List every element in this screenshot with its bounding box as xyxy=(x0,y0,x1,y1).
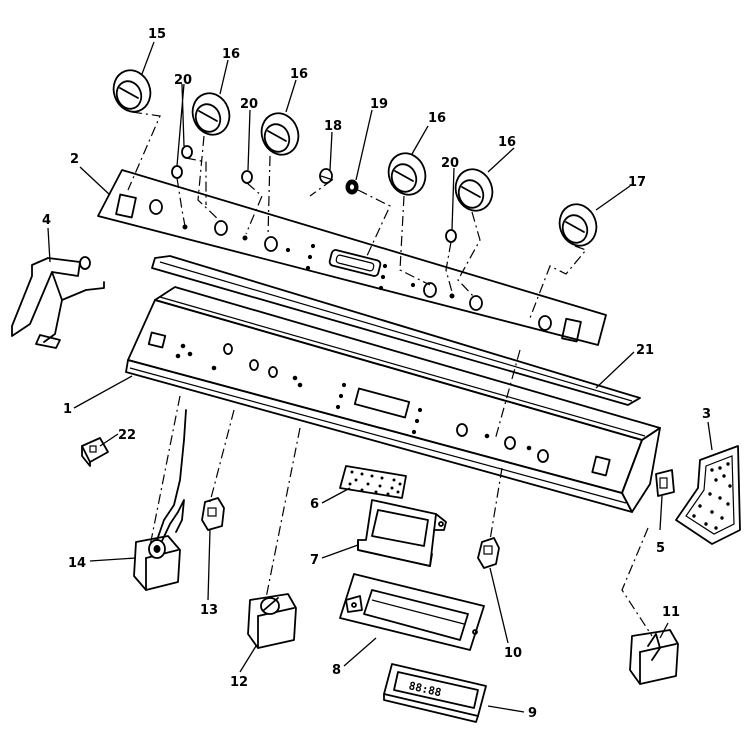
leader-lines xyxy=(47,41,713,713)
knob-17 xyxy=(558,203,598,247)
callout-10: 10 xyxy=(504,646,522,661)
part-12-switch xyxy=(247,593,297,649)
assembly-lines xyxy=(127,111,653,637)
callout-20c: 20 xyxy=(441,156,459,171)
part-1-console xyxy=(125,286,661,513)
knob-16c xyxy=(387,152,427,196)
part-3-end-cap xyxy=(675,445,741,545)
part-9-digital-clock: 88:88 xyxy=(383,663,487,723)
callout-16a: 16 xyxy=(222,47,240,62)
callout-20a: 20 xyxy=(174,73,192,88)
callout-20b: 20 xyxy=(240,97,258,112)
part-5-switch xyxy=(655,469,675,497)
callout-17: 17 xyxy=(628,175,646,190)
callout-22: 22 xyxy=(118,428,136,443)
callout-11: 11 xyxy=(662,605,680,620)
part-13-switch xyxy=(201,497,225,531)
part-6-lens xyxy=(339,465,407,499)
part-2-control-overlay xyxy=(97,169,607,346)
small-parts xyxy=(171,145,457,243)
callout-7: 7 xyxy=(310,553,319,568)
callout-3: 3 xyxy=(702,407,711,422)
part-21-strip xyxy=(151,255,641,406)
callout-19: 19 xyxy=(370,97,388,112)
knob-15 xyxy=(112,69,152,113)
callout-16d: 16 xyxy=(498,135,516,150)
callout-5: 5 xyxy=(656,541,665,556)
part-22-switch xyxy=(81,437,109,467)
callout-4: 4 xyxy=(42,213,51,228)
callout-labels: 1 2 3 4 5 6 7 8 9 10 11 12 13 14 15 16 1… xyxy=(42,27,711,721)
knob-16a xyxy=(191,92,231,136)
callout-9: 9 xyxy=(528,706,537,721)
callout-16c: 16 xyxy=(428,111,446,126)
callout-14: 14 xyxy=(68,556,86,571)
callout-15: 15 xyxy=(148,27,166,42)
part-10-switch xyxy=(477,537,500,569)
callout-16b: 16 xyxy=(290,67,308,82)
part-4-bracket xyxy=(11,256,105,349)
part-11-switch xyxy=(629,629,679,685)
part-14-igniter-switch xyxy=(133,409,187,591)
callout-21: 21 xyxy=(636,343,654,358)
callout-8: 8 xyxy=(332,663,341,678)
callout-6: 6 xyxy=(310,497,319,512)
callout-2: 2 xyxy=(70,152,79,167)
callout-13: 13 xyxy=(200,603,218,618)
knob-16b xyxy=(260,112,300,156)
callout-18: 18 xyxy=(324,119,342,134)
part-7-clock-frame xyxy=(357,499,447,567)
part-8-mounting-bracket xyxy=(339,573,485,651)
knob-16d xyxy=(454,168,494,212)
callout-12: 12 xyxy=(230,675,248,690)
callout-1: 1 xyxy=(63,402,72,417)
